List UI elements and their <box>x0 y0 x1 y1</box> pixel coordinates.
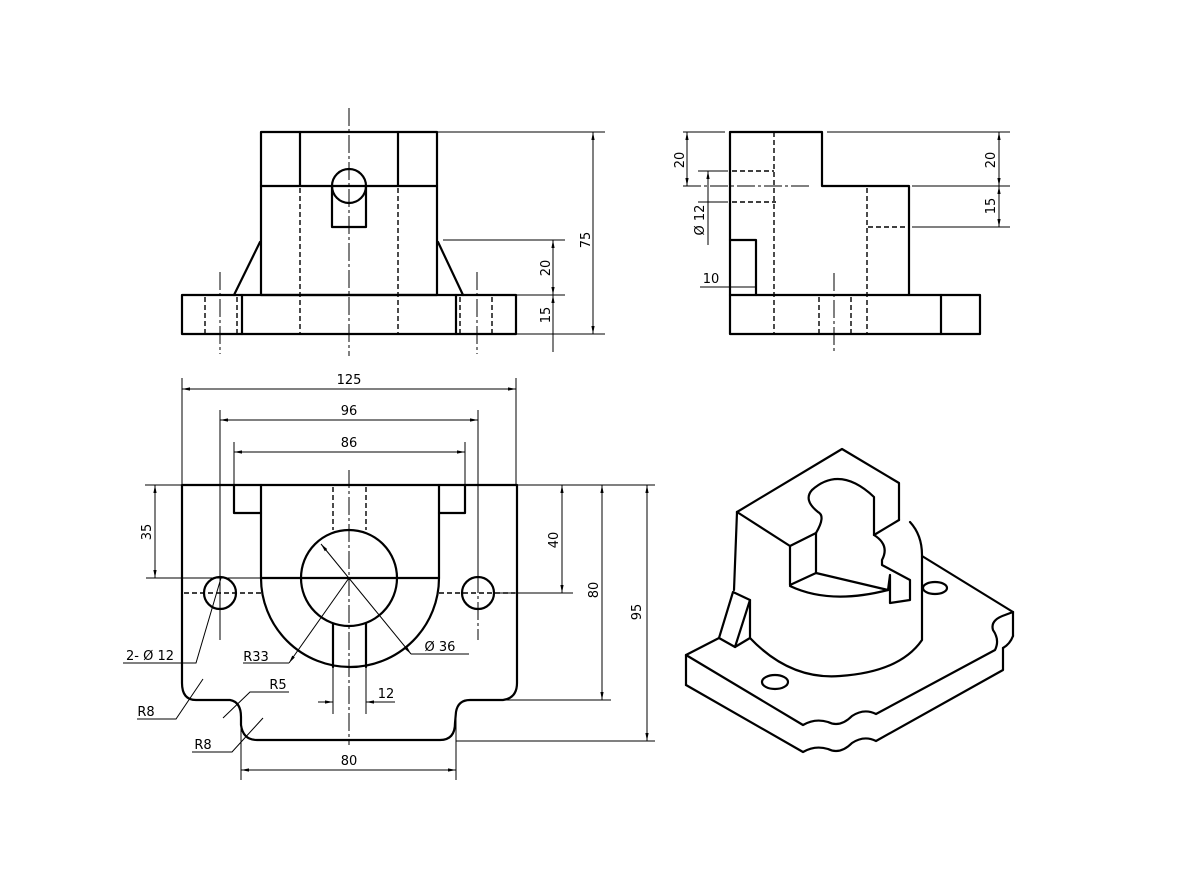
dim-125: 125 <box>337 373 362 388</box>
dim-80-horizontal: 80 <box>341 754 358 769</box>
dim-75: 75 <box>579 232 594 249</box>
dim-80-vertical: 80 <box>587 582 602 599</box>
iso-base-hole <box>760 673 790 691</box>
dim-35: 35 <box>140 524 155 541</box>
dim-20: 20 <box>539 260 554 277</box>
dim-86: 86 <box>341 436 358 451</box>
dim-20-left: 20 <box>673 152 688 169</box>
dim-10: 10 <box>703 272 720 287</box>
dim-15: 15 <box>539 307 554 324</box>
dim-95: 95 <box>630 604 645 621</box>
label-r33: R33 <box>243 650 269 665</box>
label-dia-36: Ø 36 <box>425 640 456 655</box>
isometric-view <box>684 447 1015 754</box>
iso-base-hole-right <box>921 580 949 596</box>
label-r5: R5 <box>269 678 286 693</box>
dim-15-right: 15 <box>984 198 999 215</box>
label-r8-left: R8 <box>137 705 154 720</box>
dim-40: 40 <box>547 532 562 549</box>
label-2-holes: 2- Ø 12 <box>126 649 174 664</box>
dim-96: 96 <box>341 404 358 419</box>
dim-20-right: 20 <box>984 152 999 169</box>
top-view: 125 96 86 35 40 80 95 80 12 2- Ø 12 R33 … <box>123 373 655 780</box>
front-view: 75 20 15 <box>180 108 605 356</box>
dim-dia-12: Ø 12 <box>693 205 708 236</box>
label-r8-bottom: R8 <box>194 738 211 753</box>
dim-12: 12 <box>378 687 395 702</box>
side-view: 20 Ø 12 10 20 15 <box>673 130 1010 354</box>
